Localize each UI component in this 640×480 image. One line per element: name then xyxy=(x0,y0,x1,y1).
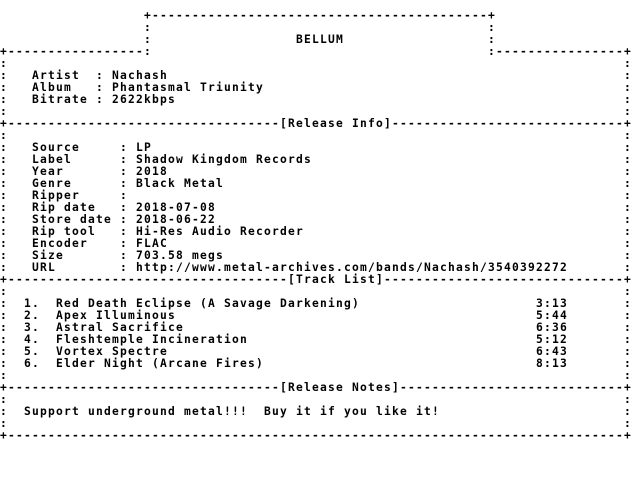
release-notes-heading: +----------------------------------[Rele… xyxy=(0,381,633,394)
header-box-side: : : xyxy=(0,21,497,34)
release-info-url: : URL : http://www.metal-archives.com/ba… xyxy=(0,261,633,274)
summary-album: : Album : Phantasmal Triunity : xyxy=(0,81,633,94)
track-list-item: : 2. Apex Illuminous 5:44 : xyxy=(0,309,633,322)
blank-line: : : xyxy=(0,57,633,70)
release-info-store-date: : Store date : 2018-06-22 : xyxy=(0,213,633,226)
blank-line: : : xyxy=(0,105,633,118)
header-box-top: +---------------------------------------… xyxy=(0,9,497,22)
blank-line: : : xyxy=(0,417,633,430)
release-info-rip-date: : Rip date : 2018-07-08 : xyxy=(0,201,633,214)
track-list-item: : 3. Astral Sacrifice 6:36 : xyxy=(0,321,633,334)
track-list-item: : 5. Vortex Spectre 6:43 : xyxy=(0,345,633,358)
summary-bitrate: : Bitrate : 2622kbps : xyxy=(0,93,633,106)
header-box-join: +-----------------: :----------------+ xyxy=(0,45,633,58)
release-info-year: : Year : 2018 : xyxy=(0,165,633,178)
release-info-heading: +----------------------------------[Rele… xyxy=(0,117,633,130)
track-list-item: : 4. Fleshtemple Incineration 5:12 : xyxy=(0,333,633,346)
track-list-item: : 1. Red Death Eclipse (A Savage Darkeni… xyxy=(0,297,633,310)
header-title-line: : BELLUM : xyxy=(0,33,497,46)
release-info-encoder: : Encoder : FLAC : xyxy=(0,237,633,250)
summary-artist: : Artist : Nachash : xyxy=(0,69,633,82)
release-info-ripper: : Ripper : : xyxy=(0,189,633,202)
release-info-rip-tool: : Rip tool : Hi-Res Audio Recorder : xyxy=(0,225,633,238)
track-list-heading: +-----------------------------------[Tra… xyxy=(0,273,633,286)
document-bottom-border: +---------------------------------------… xyxy=(0,429,633,442)
release-notes-text: : Support underground metal!!! Buy it if… xyxy=(0,405,633,418)
blank-line: : : xyxy=(0,129,633,142)
release-info-label: : Label : Shadow Kingdom Records : xyxy=(0,153,633,166)
blank-line: : : xyxy=(0,285,633,298)
blank-line: : : xyxy=(0,369,633,382)
track-list-item: : 6. Elder Night (Arcane Fires) 8:13 : xyxy=(0,357,633,370)
release-info-source: : Source : LP : xyxy=(0,141,633,154)
release-info-genre: : Genre : Black Metal : xyxy=(0,177,633,190)
blank-line: : : xyxy=(0,393,633,406)
release-info-size: : Size : 703.58 megs : xyxy=(0,249,633,262)
